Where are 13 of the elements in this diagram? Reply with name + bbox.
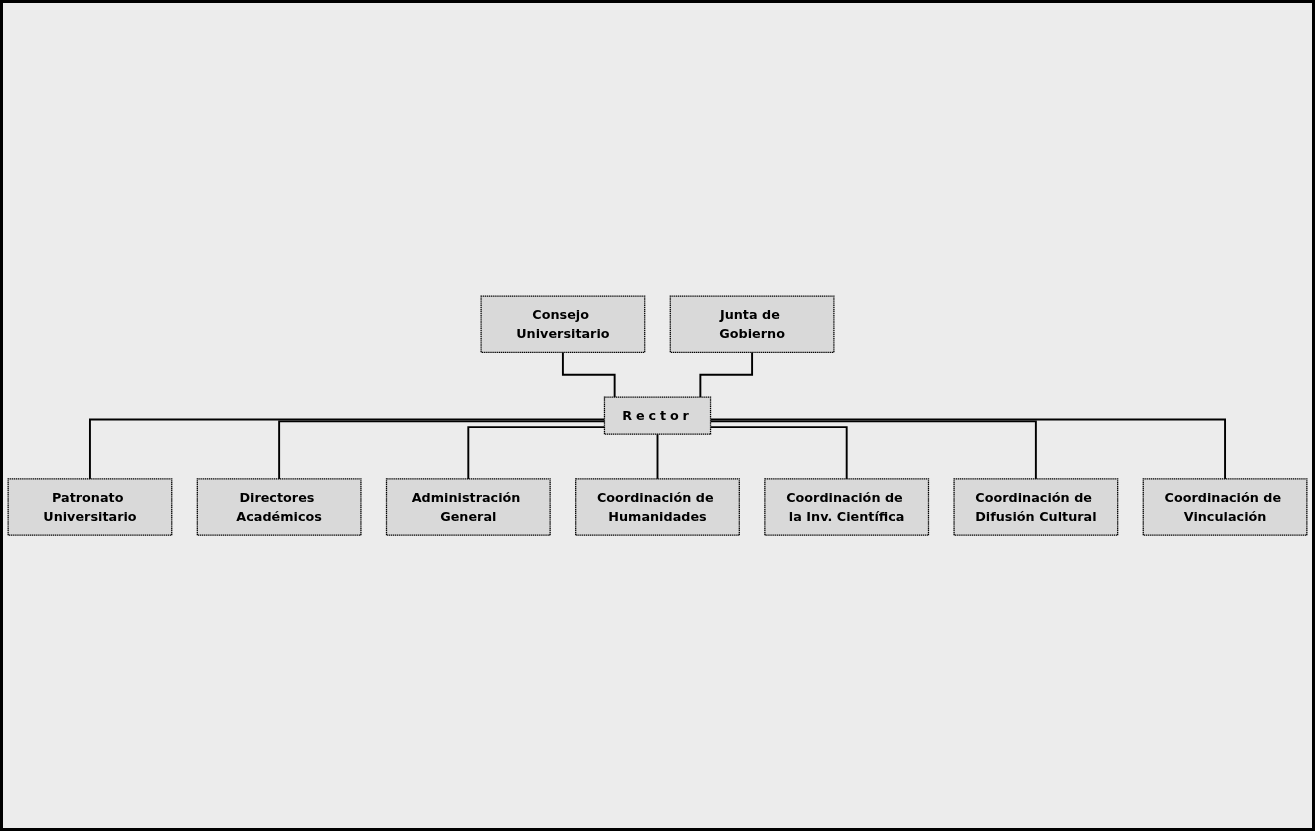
node-box: Consejo Universitario — [480, 295, 646, 353]
node-box: Coordinación de Difusión Cultural — [953, 478, 1119, 536]
node-box: Rector — [603, 396, 712, 435]
connector — [561, 351, 616, 398]
node-box: Junta de Gobierno — [669, 295, 835, 353]
connector — [699, 351, 754, 398]
connector — [656, 433, 659, 480]
node-box: Administración General — [385, 478, 551, 536]
node-box: Coordinación de Humanidades — [575, 478, 740, 536]
node-box: Coordinación de la Inv. Científica — [764, 478, 930, 536]
node-box: Coordinación de Vinculación — [1142, 478, 1308, 536]
node-box: Directores Académicos — [196, 478, 362, 536]
node-box: Patronato Universitario — [7, 478, 173, 536]
